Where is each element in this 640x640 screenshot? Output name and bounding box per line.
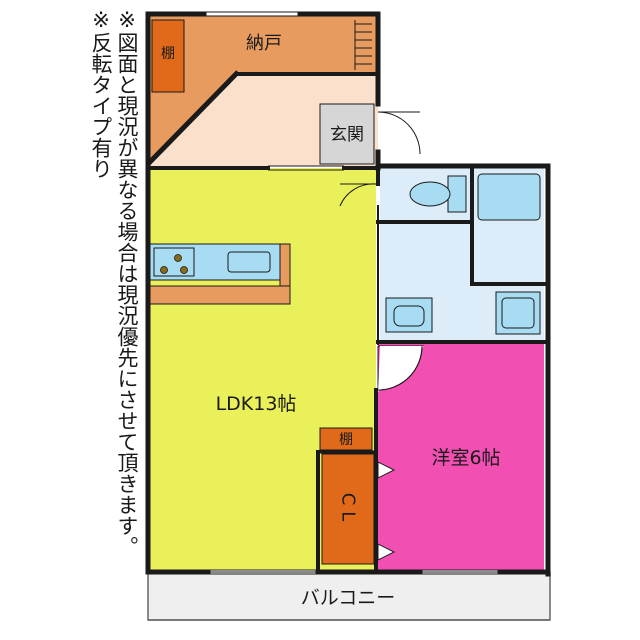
storage-shelf-label: 棚 [161,46,175,62]
western-room [378,344,544,570]
windows [145,11,500,575]
storage-hatch [354,20,372,70]
storage-shelf [151,19,185,93]
western-room-label: 洋室6帖 [431,447,500,469]
entrance-floor [319,103,375,165]
ldk-shelf [319,427,373,451]
bathtub-2 [477,173,541,221]
walls [145,11,551,577]
balcony-label: バルコニー [301,587,396,609]
toilet-door-swing [339,183,377,207]
kitchen-bar [149,285,291,305]
entrance-label: 玄関 [330,125,364,145]
ldk-label: LDK13帖 [216,393,297,415]
ldk-window [268,165,344,171]
shelf-label: 棚 [339,432,353,448]
storage-label: 納戸 [246,33,282,54]
kitchen-stove [153,247,195,277]
closet [321,453,375,565]
toilet-bowl [409,181,451,207]
kitchen-sink [227,251,271,273]
front-door-swing [377,111,421,155]
toilet-tank [447,175,467,213]
reverse-type-note: ※反転タイプ有り [89,8,113,179]
disclaimer-note: ※図面と現況が異なる場合は現況優先にさせて頂きます。 [115,8,139,557]
closet-label: CL [338,493,359,528]
storage-room [148,16,378,164]
